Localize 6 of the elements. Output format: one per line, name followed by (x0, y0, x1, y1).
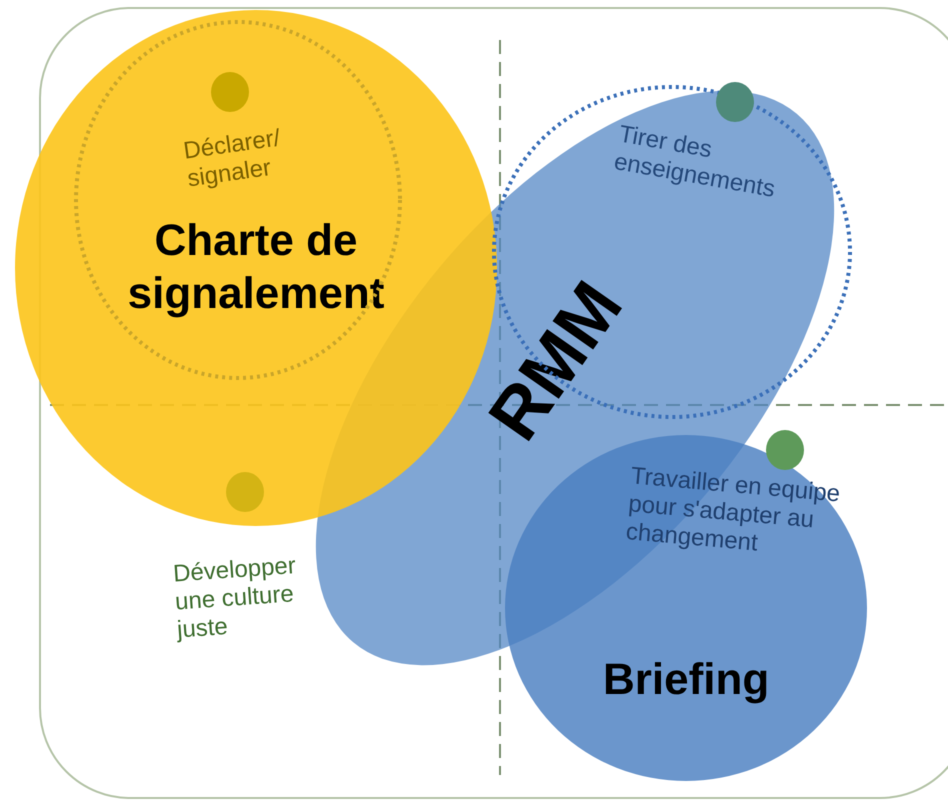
note-text: Travailler en equipe pour s'adapter au changement (624, 462, 856, 566)
note-text: Déclarer/ signaler (182, 118, 328, 194)
shape-label: Charte de signalement (126, 215, 386, 320)
note-text: Tirer des enseignements (612, 120, 848, 216)
shape-label: Briefing (603, 654, 770, 706)
note-text: Développer une culture juste (172, 550, 338, 644)
